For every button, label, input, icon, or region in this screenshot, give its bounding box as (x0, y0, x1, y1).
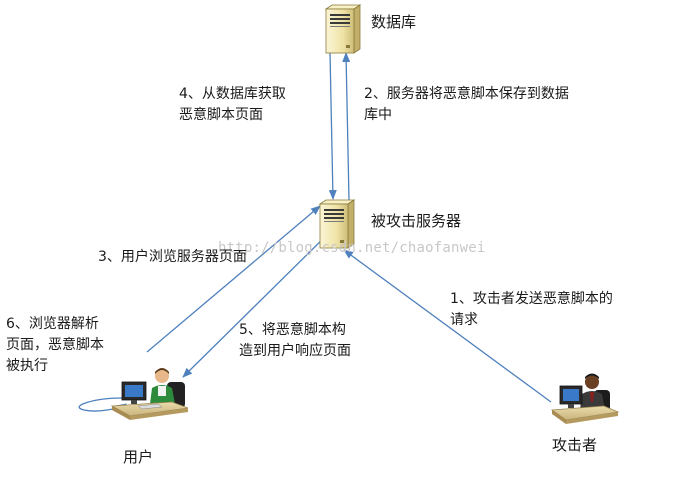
step-6-line-3: 被执行 (6, 358, 48, 374)
arrow-step1-attacker-to-server (343, 249, 552, 403)
step-3-line-1: 3、用户浏览服务器页面 (98, 249, 247, 265)
node-label-server: 被攻击服务器 (371, 212, 462, 230)
arrow-step3-user-to-server (146, 205, 321, 353)
step-5-line-2: 造到用户响应页面 (239, 343, 351, 359)
step-4-line-2: 恶意脚本页面 (179, 107, 263, 123)
watermark-text: http://blog.csdn.net/chaofanwei (218, 240, 486, 256)
node-label-user: 用户 (123, 448, 154, 466)
server-tower-icon (318, 199, 356, 249)
node-label-database: 数据库 (371, 13, 417, 31)
step-6-line-1: 6、浏览器解析 (6, 316, 99, 332)
step-1-line-2: 请求 (450, 312, 478, 328)
step-2-line-2: 库中 (364, 107, 392, 123)
step-4-line-1: 4、从数据库获取 (179, 86, 286, 102)
server-tower-icon (324, 4, 362, 54)
step-5-line-1: 5、将恶意脚本构 (239, 322, 346, 338)
step-2-line-1: 2、服务器将恶意脚本保存到数据 (364, 86, 569, 102)
step-1-line-1: 1、攻击者发送恶意脚本的 (450, 291, 613, 307)
user-computer-icon (110, 368, 189, 420)
attacker-computer-icon (550, 373, 620, 424)
node-label-attacker: 攻击者 (552, 436, 598, 454)
step-6-line-2: 页面，恶意脚本 (6, 337, 104, 353)
arrow-step5-server-to-user (182, 227, 335, 378)
arrow-step2-server-to-db (342, 52, 351, 201)
arrow-step4-db-to-server (328, 51, 337, 200)
